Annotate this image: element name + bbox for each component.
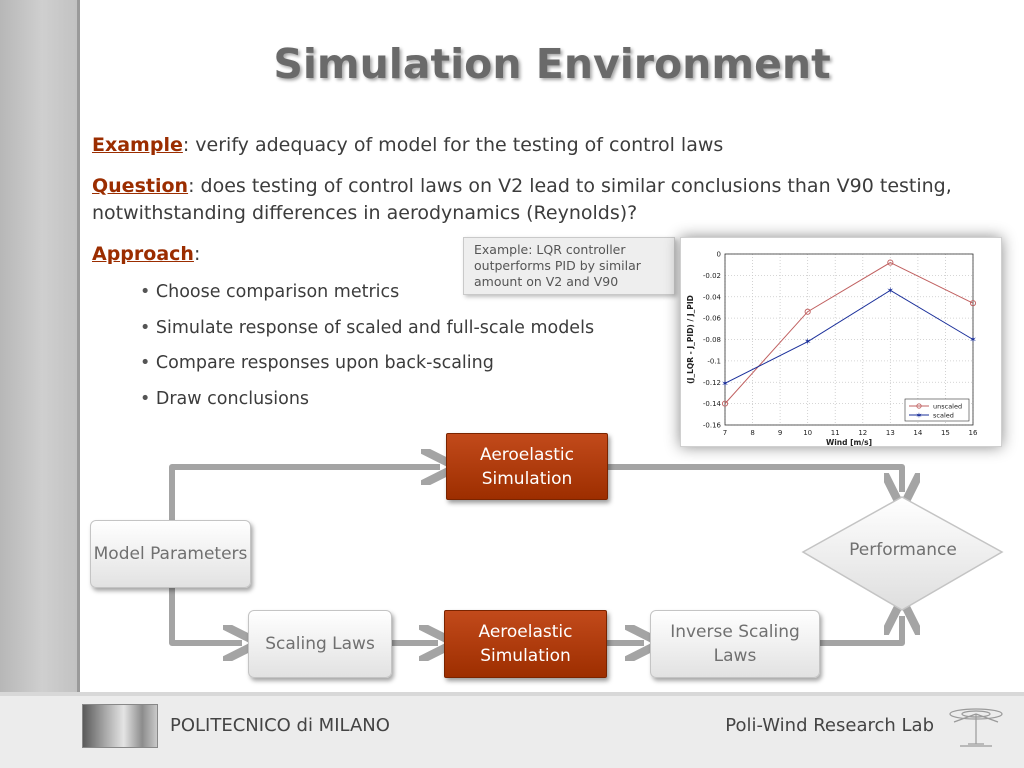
footer-institution: POLITECNICO di MILANO [170,715,390,736]
x-tick-label: 15 [941,429,950,437]
y-axis-label: (J_LQR - J_PID) / J_PID [686,295,695,384]
data-point-unscaled [721,400,729,407]
approach-list: Choose comparison metrics Simulate respo… [140,282,594,424]
example-text: : verify adequacy of model for the testi… [182,134,724,156]
performance-diamond [801,496,1004,611]
data-point-unscaled [969,300,977,307]
x-tick-label: 9 [778,429,782,437]
example-label: Example [92,134,183,156]
footer-bar [0,692,1024,768]
x-tick-label: 11 [831,429,840,437]
x-tick-label: 8 [750,429,754,437]
aeroelastic-simulation-top-box: Aeroelastic Simulation [446,433,608,500]
x-tick-label: 16 [969,429,978,437]
y-tick-label: -0.12 [703,379,721,387]
scaling-laws-box: Scaling Laws [248,610,392,678]
list-item: Compare responses upon back-scaling [140,353,594,389]
data-point-scaled: ✶ [969,336,977,346]
y-tick-label: -0.1 [707,357,721,365]
y-tick-label: -0.08 [703,336,721,344]
question-label: Question [92,175,189,197]
arrow-to-performance-bottom [820,616,902,646]
arrow-to-scaling [169,588,242,643]
legend-marker [916,403,922,409]
data-point-unscaled [804,308,811,315]
list-item: Draw conclusions [140,389,594,425]
y-tick-label: -0.04 [703,293,722,301]
x-tick-label: 10 [803,429,812,437]
slide-title: Simulation Environment [273,40,831,88]
footer-lab-name: Poli-Wind Research Lab [725,715,934,736]
performance-chart: 7 8 9 10 11 12 13 14 15 16 0 -0.02 -0.04 -0.06 -0.08 -0… [680,237,1002,447]
data-point-unscaled [887,259,894,266]
footer-photo [82,704,158,748]
sidebar-band: WT2: Wind Turbine in a Wind Tunnel [0,0,80,692]
aeroelastic-simulation-bottom-box: Aeroelastic Simulation [444,610,607,678]
model-parameters-box: Model Parameters [90,520,251,588]
chart-callout: Example: LQR controller outperforms PID … [463,237,675,295]
approach-paragraph: Approach: [92,241,200,268]
approach-label: Approach [92,243,194,265]
x-tick-label: 12 [858,429,867,437]
example-paragraph: Example: verify adequacy of model for th… [92,132,723,159]
series-line-unscaled [724,261,974,404]
chart-svg: 7 8 9 10 11 12 13 14 15 16 0 -0.02 -0.04 -0.06 -0.08 -0… [686,251,978,448]
question-text: : does testing of control laws on V2 lea… [92,175,952,224]
wind-turbine-logo-icon [949,708,1003,747]
x-axis-label: Wind [m/s] [826,438,872,447]
y-tick-label: -0.02 [703,272,721,280]
legend-marker: ✶ [916,411,923,420]
inverse-scaling-laws-box: Inverse Scaling Laws [650,610,820,678]
arrow-to-performance-top [608,464,902,492]
x-tick-label: 7 [723,429,727,437]
data-point-scaled: ✶ [721,379,729,389]
x-tick-label: 13 [886,429,895,437]
approach-text: : [193,243,201,265]
list-item: Simulate response of scaled and full-sca… [140,318,594,354]
legend-label: unscaled [933,403,962,411]
y-tick-label: -0.14 [703,400,722,408]
performance-label: Performance [849,540,957,560]
list-item: Choose comparison metrics [140,282,594,318]
arrow-to-aero-top [169,467,440,520]
data-point-scaled: ✶ [887,286,895,296]
y-tick-label: -0.16 [703,422,722,430]
y-tick-label: 0 [717,251,721,259]
legend-label: scaled [933,412,954,420]
x-tick-label: 14 [913,429,922,437]
question-paragraph: Question: does testing of control laws o… [92,173,972,227]
data-point-scaled: ✶ [804,338,812,348]
series-line-scaled [724,289,974,384]
y-tick-label: -0.06 [703,315,722,323]
